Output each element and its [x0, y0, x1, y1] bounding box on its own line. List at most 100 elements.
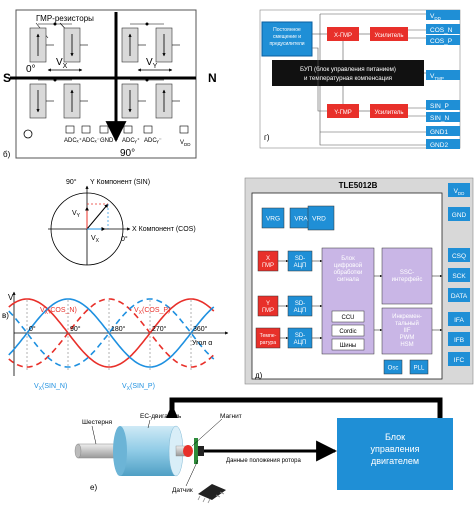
angle-label: Угол α	[192, 340, 212, 347]
wave-tick-label: 0°	[29, 325, 36, 333]
magnet	[183, 445, 193, 457]
x-component-label: X Компонент (COS)	[132, 226, 196, 233]
dsp-block	[321, 247, 375, 355]
chip-pin-label: IFC	[454, 357, 465, 364]
chip-pin-label: DATA	[451, 293, 468, 300]
output-pin	[426, 112, 460, 122]
motor-control-box	[337, 418, 453, 490]
sd-adc-3-label: SD-АЦП	[294, 333, 307, 346]
dsp-subblock-label: CCU	[342, 315, 355, 321]
bup-line1: БУП (блок управления питанием)	[300, 66, 396, 73]
bup-line2: и температурная компенсация	[304, 75, 392, 82]
wave-tick-label: 180°	[111, 325, 126, 333]
output-pin-label: VDD	[430, 13, 442, 21]
sin-p-curve	[8, 298, 215, 368]
cos-p-curve	[8, 298, 215, 368]
dsp-subblock	[331, 338, 365, 351]
output-pin-label: COS_N	[430, 27, 453, 34]
bond-pad	[65, 125, 75, 134]
pad-adcx-minus: ADCₓ⁻	[82, 138, 100, 144]
sensor-pcb	[194, 438, 198, 464]
y-gmr-label: Y-ГМР	[334, 110, 352, 116]
chip-pin	[448, 332, 470, 346]
osc-block	[383, 359, 403, 375]
chip-pin-label: CSQ	[452, 253, 466, 260]
dsp-subblock-label: Шины	[340, 343, 356, 349]
chip-pin	[448, 183, 470, 197]
field-vector	[86, 203, 109, 230]
cos-n-label: VX(COS_N)	[40, 307, 77, 316]
y-component-label: Y Компонент (SIN)	[90, 179, 150, 186]
output-pin	[426, 24, 460, 34]
chip-pin	[448, 312, 470, 326]
gmr-title: ГМР-резисторы	[36, 14, 94, 23]
panel-e-motor: Данные положения ротора Блок управления …	[74, 397, 453, 504]
cos-n-curve	[8, 298, 215, 368]
wave-tick-label: 360°	[193, 325, 208, 333]
chip-pin	[448, 248, 470, 262]
sin-n-curve	[8, 298, 215, 368]
wave-curves	[8, 298, 215, 368]
control-line2: управления	[370, 444, 419, 454]
pole-n: N	[208, 71, 217, 85]
chip-pin-label: IFB	[454, 337, 464, 344]
sd-adc-1-label: SD-АЦП	[294, 256, 307, 269]
output-pin	[426, 100, 460, 110]
x-gmr-box	[327, 27, 359, 41]
sensor-package	[197, 484, 226, 504]
bup-box	[272, 60, 424, 86]
rotor-data-label: Данные положения ротора	[226, 458, 301, 464]
wave-tick-label: 270°	[152, 325, 167, 333]
chip-pin	[448, 288, 470, 302]
panel-v-vector: 90° Y Компонент (SIN) X Компонент (COS) …	[48, 178, 196, 266]
output-pin-label: GND1	[430, 129, 448, 136]
chip-title: TLE5012B	[339, 181, 378, 190]
output-pin-label: GND2	[430, 142, 448, 149]
bond-pad	[123, 125, 133, 134]
feedback-loop	[169, 397, 443, 418]
amp2-box	[370, 104, 408, 118]
pad-vdd: VDD	[180, 140, 191, 147]
panel-b-label: б)	[3, 150, 11, 159]
vra-block-label: VRA	[294, 216, 308, 223]
output-pin-label: SIN_P	[430, 103, 449, 110]
dsp-subblock-label: Cordic	[339, 329, 356, 335]
temp-block-label: Темпе-ратура	[260, 333, 277, 346]
pll-block	[409, 359, 429, 375]
output-pin	[426, 70, 460, 80]
pad-adcy-plus: ADCᵧ⁺	[122, 137, 140, 144]
pll-block-label: PLL	[414, 366, 425, 372]
vy-label: VY	[146, 57, 158, 70]
deg-90: 90°	[120, 148, 135, 159]
output-pin-label: SIN_N	[430, 115, 449, 122]
bond-pad	[99, 125, 109, 134]
cos-p-label: VX(COS_P)	[134, 307, 170, 316]
deg-0: 0°	[26, 64, 36, 75]
dsp-subblock	[331, 324, 365, 337]
panel-g-label: г)	[264, 133, 270, 142]
control-line1: Блок	[385, 432, 405, 442]
pad-adcx-plus: ADCₓ⁺	[64, 137, 82, 144]
vrd-block	[307, 205, 335, 231]
gear-label: Шестерня	[82, 419, 113, 426]
sensor-label: Датчик	[172, 487, 193, 494]
sin-p-label: VX(SIN_P)	[122, 383, 155, 392]
ec-motor	[120, 426, 176, 476]
magnet-label: Магнит	[220, 413, 242, 420]
vx-label: VX	[56, 57, 68, 70]
output-pin-label: VTMP	[430, 73, 444, 81]
output-pin	[426, 139, 460, 149]
panel-v-label: в)	[2, 311, 9, 320]
bias-preamp-box	[261, 21, 313, 57]
wave-ticks: 0°90°180°270°360°	[26, 300, 208, 370]
motor-label: ЕС-двигатель	[140, 413, 182, 420]
pole-s: S	[3, 71, 11, 85]
y-gmr-box	[327, 104, 359, 118]
sin-n-label: VX(SIN_N)	[34, 383, 67, 392]
